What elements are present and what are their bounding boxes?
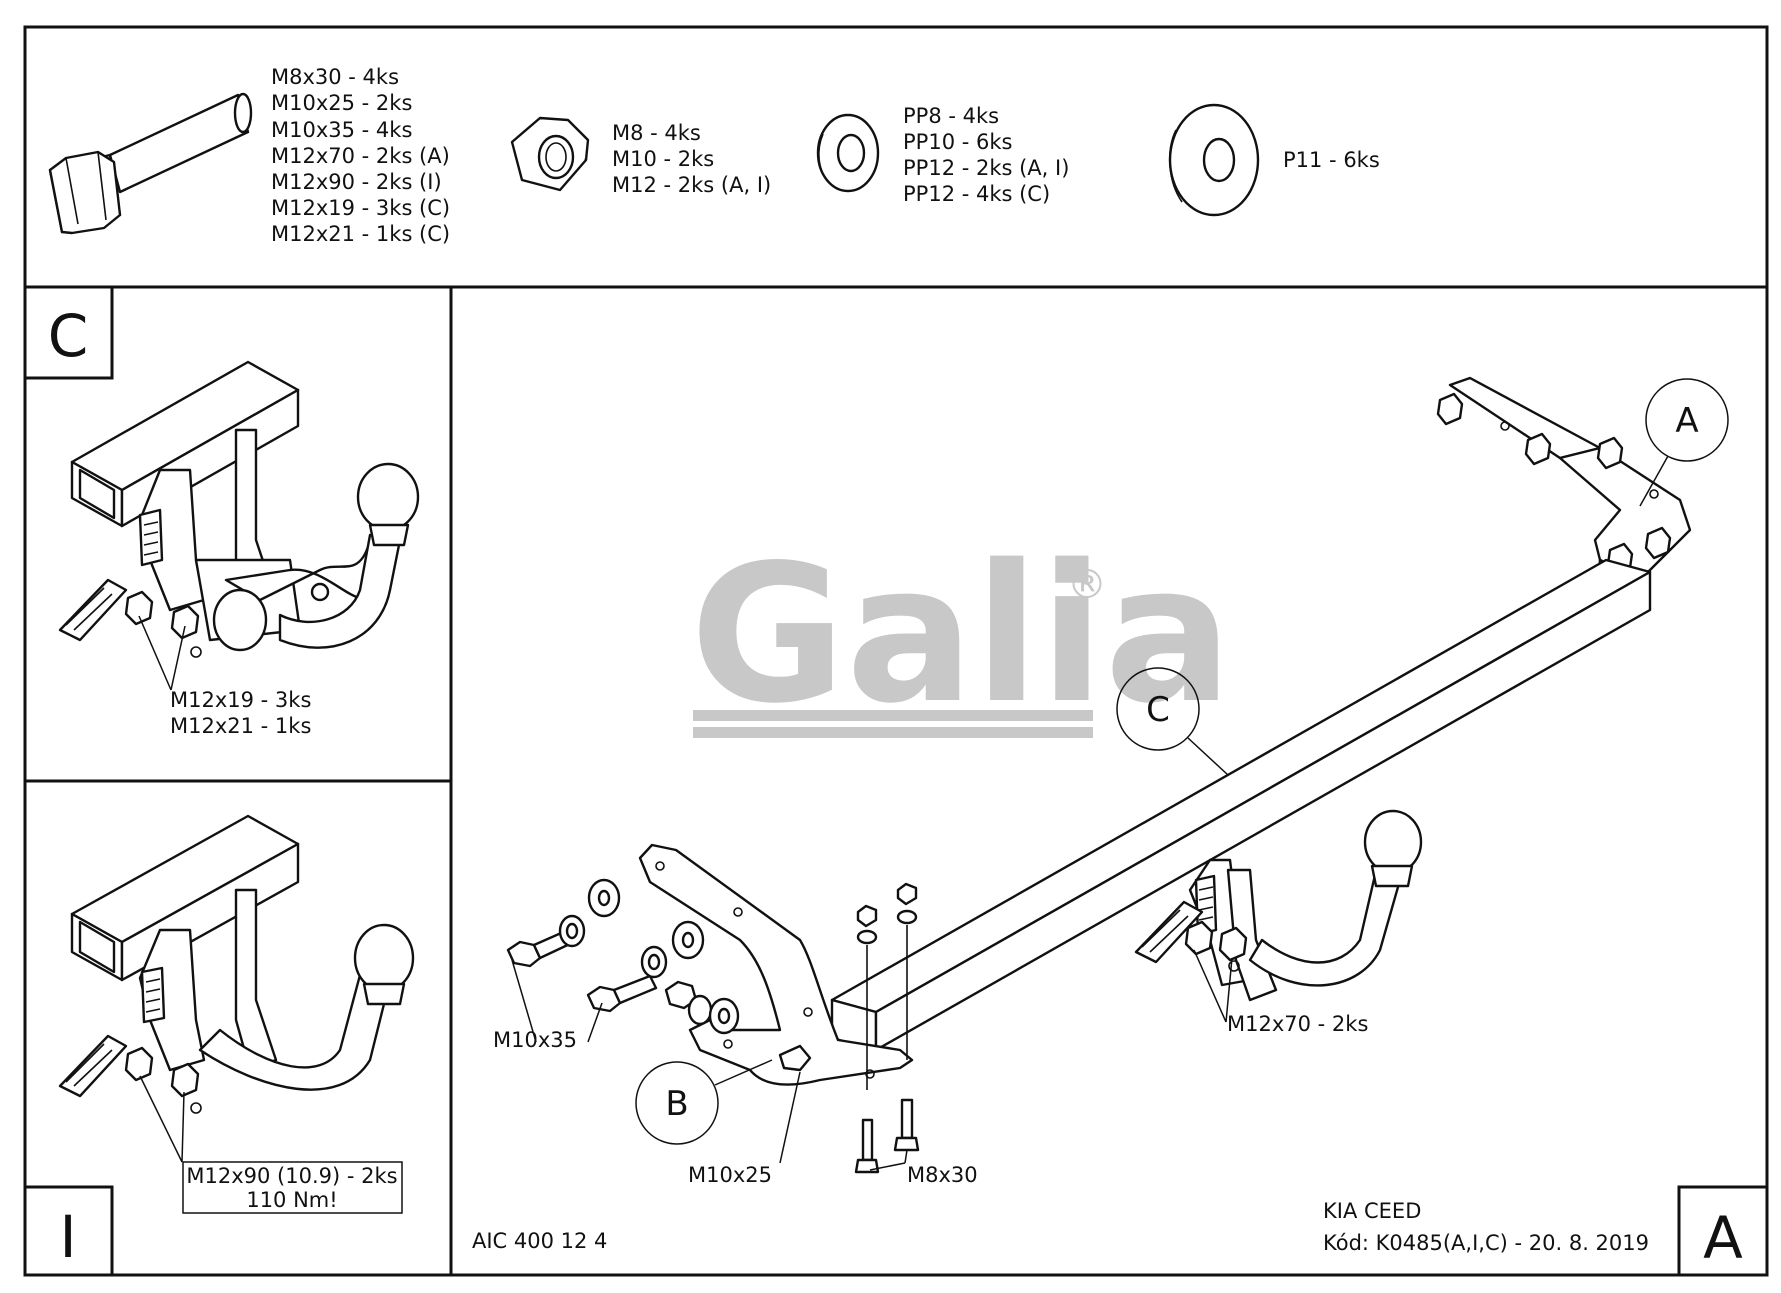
- corner-letter: A: [1703, 1204, 1743, 1272]
- bolt-size-7: M12x21 - 1ks (C): [271, 222, 450, 246]
- spring-washer-size-1: PP8 - 4ks: [903, 104, 999, 128]
- panel-i-callout-2: 110 Nm!: [246, 1188, 337, 1212]
- spring-washer-size-3: PP12 - 2ks (A, I): [903, 156, 1069, 180]
- panel-i-letter-box: I: [25, 1185, 114, 1275]
- kit-code-date: Kód: K0485(A,I,C) - 20. 8. 2019: [1323, 1231, 1649, 1255]
- bolt-size-1: M8x30 - 4ks: [271, 65, 399, 89]
- panel-c-letter-box: C: [25, 287, 114, 380]
- bolt-size-3: M10x35 - 4ks: [271, 118, 412, 142]
- panel-i-towbar-illustration: [58, 814, 415, 1114]
- main-towbar-assembly: [638, 376, 1692, 1086]
- label-m10x25: M10x25: [688, 1163, 772, 1187]
- galia-logo: Galia ®: [690, 524, 1233, 745]
- spring-washer-size-4: PP12 - 4ks (C): [903, 182, 1050, 206]
- bolt-size-4: M12x70 - 2ks (A): [271, 144, 450, 168]
- callout-circle-b: B: [635, 1059, 773, 1145]
- callout-letter-b: B: [665, 1084, 688, 1124]
- panel-i-callout-box: M12x90 (10.9) - 2ks 110 Nm!: [182, 1161, 403, 1214]
- spring-washer-sizes: PP8 - 4ks PP10 - 6ks PP12 - 2ks (A, I) P…: [903, 104, 1069, 206]
- spring-washer-size-2: PP10 - 6ks: [903, 130, 1012, 154]
- flat-washer-size: P11 - 6ks: [1283, 148, 1380, 172]
- nut-sizes: M8 - 4ks M10 - 2ks M12 - 2ks (A, I): [612, 121, 771, 197]
- panel-c-callout-leaders: [138, 615, 186, 691]
- bolt-size-2: M10x25 - 2ks: [271, 91, 412, 115]
- fastener-leaders: [511, 949, 1233, 1171]
- callout-circle-c: C: [1116, 667, 1229, 776]
- bolt-icon: [48, 92, 253, 235]
- label-m10x35: M10x35: [493, 1028, 577, 1052]
- nut-size-1: M8 - 4ks: [612, 121, 701, 145]
- drawing-code: AIC 400 12 4: [472, 1229, 607, 1253]
- corner-letter-box: A: [1677, 1185, 1767, 1275]
- flat-washer-icon: [1168, 103, 1260, 217]
- panel-i-callout-1: M12x90 (10.9) - 2ks: [186, 1164, 397, 1188]
- label-m8x30: M8x30: [907, 1163, 978, 1187]
- bolt-size-5: M12x90 - 2ks (I): [271, 170, 442, 194]
- registered-mark: ®: [1067, 562, 1107, 608]
- nut-size-2: M10 - 2ks: [612, 147, 714, 171]
- exploded-fasteners: [506, 878, 920, 1174]
- galia-logo-text: Galia: [690, 524, 1233, 745]
- callout-circle-a: A: [1639, 378, 1729, 507]
- panel-c-callout-1: M12x19 - 3ks: [170, 688, 311, 712]
- label-m12x70: M12x70 - 2ks: [1227, 1012, 1368, 1036]
- panel-i-callout-leaders: [139, 1075, 185, 1163]
- outer-frame: [23, 25, 1769, 1277]
- panel-c-callouts: M12x19 - 3ks M12x21 - 1ks: [170, 688, 311, 738]
- spring-washer-icon: [816, 113, 880, 193]
- callout-letter-c: C: [1146, 690, 1170, 730]
- panel-c-towbar-illustration: [58, 360, 420, 658]
- vehicle-name: KIA CEED: [1323, 1199, 1421, 1223]
- bolt-sizes: M8x30 - 4ks M10x25 - 2ks M10x35 - 4ks M1…: [271, 65, 450, 246]
- callout-letter-a: A: [1675, 401, 1698, 441]
- panel-c-callout-2: M12x21 - 1ks: [170, 714, 311, 738]
- bolt-size-6: M12x19 - 3ks (C): [271, 196, 450, 220]
- nut-size-3: M12 - 2ks (A, I): [612, 173, 771, 197]
- nut-icon: [510, 116, 590, 192]
- panel-c-letter: C: [48, 302, 89, 370]
- panel-i-letter: I: [59, 1203, 76, 1271]
